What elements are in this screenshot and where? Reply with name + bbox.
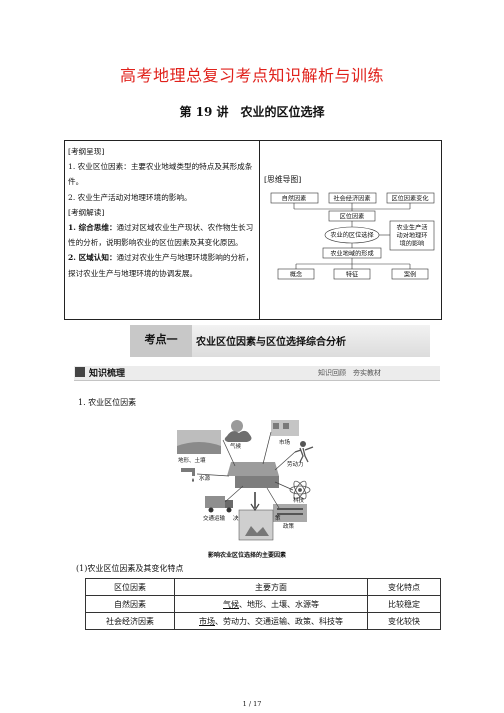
syllabus-header: [考纲呈现] bbox=[68, 147, 105, 156]
factor-label-policy: 政策 bbox=[283, 522, 295, 530]
water-icon bbox=[181, 468, 195, 482]
cell-text: 、劳动力、交通运输、政策、科技等 bbox=[215, 616, 343, 626]
document-title: 高考地理总复习考点知识解析与训练 bbox=[119, 66, 384, 85]
technology-icon bbox=[289, 480, 311, 500]
table-row: 社会经济因素 市场、劳动力、交通运输、政策、科技等 变化较快 bbox=[85, 612, 441, 630]
table-cell: 市场、劳动力、交通运输、政策、科技等 bbox=[174, 612, 368, 630]
map-label: 社会经济因素 bbox=[333, 195, 370, 203]
labor-icon bbox=[294, 441, 314, 463]
book-icon bbox=[75, 367, 85, 377]
knowledge-title: 知识梳理 bbox=[89, 369, 126, 379]
item-text: 通过对区域农业生产现状、农作物生长习性的分析，说明影响农业的区位因素及其变化原因… bbox=[68, 223, 254, 248]
factor-label-water: 水源 bbox=[199, 474, 211, 482]
item-lead: 1. 综合思维： bbox=[68, 223, 117, 233]
factor-label-technology: 科技 bbox=[293, 496, 305, 504]
factor-label-climate: 气候 bbox=[230, 442, 242, 450]
item-lead: 2. 区域认知： bbox=[68, 253, 117, 263]
factor-label-transport: 交通运输 bbox=[203, 514, 226, 522]
banner-number: 考点一 bbox=[144, 333, 178, 346]
knowledge-bar bbox=[74, 366, 440, 381]
map-label: 动对地理环 bbox=[397, 232, 428, 240]
market-icon bbox=[271, 420, 299, 436]
map-box-case bbox=[391, 268, 429, 280]
table-header-row: 区位因素 主要方面 变化特点 bbox=[85, 578, 441, 596]
factor-label-market: 市场 bbox=[279, 438, 291, 446]
knowledge-tags: 知识回顾 夯实教材 bbox=[318, 369, 381, 377]
map-box-impact bbox=[389, 220, 435, 251]
location-factors-figure: 气候 市场 地形、土壤 劳动力 水源 科技 交通运输 决 策 政策 bbox=[177, 420, 314, 541]
map-box-feature bbox=[333, 268, 371, 280]
climate-icon bbox=[224, 420, 252, 442]
table-cell: 变化较快 bbox=[367, 612, 441, 630]
mind-map-title: [思维导图] bbox=[264, 175, 302, 184]
filled-blank: 气候 bbox=[223, 599, 239, 609]
transport-icon bbox=[205, 496, 233, 513]
lecture-title: 第 19 讲 农业的区位选择 bbox=[179, 105, 325, 119]
item-text: 通过对农业生产与地理环境影响的分析，探讨农业生产与地理环境的协调发展。 bbox=[68, 253, 254, 278]
table-header: 变化特点 bbox=[367, 578, 441, 596]
decision-figure bbox=[238, 509, 274, 541]
table-cell: 社会经济因素 bbox=[85, 612, 175, 630]
map-label: 案例 bbox=[404, 271, 416, 279]
figure-caption: 影响农业区位选择的主要因素 bbox=[208, 552, 287, 559]
cell-text: 、地形、土壤、水源等 bbox=[239, 599, 319, 609]
fields-illustration bbox=[177, 430, 221, 454]
mind-map: 自然因素 社会经济因素 区位因素变化 区位因素 农业的区位选择 农业生产活 动对… bbox=[270, 192, 435, 280]
banner-title: 农业区位因素与区位选择综合分析 bbox=[196, 337, 346, 348]
map-box-concept bbox=[277, 268, 315, 280]
subsection-heading: (1)农业区位因素及其变化特点 bbox=[76, 564, 184, 573]
interpretation-item-1: 1. 综合思维：通过对区域农业生产现状、农作物生长习性的分析，说明影响农业的区位… bbox=[68, 220, 256, 250]
filled-blank: 市场 bbox=[199, 616, 215, 626]
factor-label-decision-1: 决 bbox=[233, 514, 239, 522]
interpretation-header: [考纲解读] bbox=[68, 207, 105, 217]
factor-label-terrain-soil: 地形、土壤 bbox=[178, 456, 206, 464]
table-cell: 比较稳定 bbox=[367, 595, 441, 613]
banner-tab bbox=[130, 325, 192, 357]
map-label: 境的影响 bbox=[400, 240, 425, 248]
table-row: 自然因素 气候、地形、土壤、水源等 比较稳定 bbox=[85, 595, 441, 613]
column-divider bbox=[259, 141, 260, 319]
section-heading: 1. 农业区位因素 bbox=[78, 398, 137, 407]
map-label: 农业生产活 bbox=[397, 224, 428, 232]
syllabus-item-2: 2. 农业生产活动对地理环境的影响。 bbox=[68, 192, 192, 202]
map-box-natural bbox=[270, 192, 319, 204]
map-box-change bbox=[386, 192, 435, 204]
syllabus-column: [考纲呈现] 1. 农业区位因素：主要农业地域类型的特点及其形成条件。 2. 农… bbox=[68, 144, 256, 281]
syllabus-item-1: 1. 农业区位因素：主要农业地域类型的特点及其形成条件。 bbox=[68, 162, 253, 187]
map-label: 农业的区位选择 bbox=[330, 231, 374, 239]
farm-center-illustration bbox=[227, 462, 279, 488]
outline-box: [考纲呈现] 1. 农业区位因素：主要农业地域类型的特点及其形成条件。 2. 农… bbox=[64, 140, 442, 320]
connector-arrows bbox=[196, 431, 296, 512]
factors-table: 区位因素 主要方面 变化特点 自然因素 气候、地形、土壤、水源等 比较稳定 社会… bbox=[85, 578, 441, 630]
factor-label-labor: 劳动力 bbox=[287, 460, 304, 468]
table-cell: 自然因素 bbox=[85, 595, 175, 613]
interpretation-item-2: 2. 区域认知：通过对农业生产与地理环境影响的分析，探讨农业生产与地理环境的协调… bbox=[68, 250, 256, 280]
map-label: 区位因素变化 bbox=[391, 195, 428, 203]
factor-label-decision-2: 策 bbox=[275, 514, 281, 522]
map-label: 区位因素 bbox=[340, 213, 365, 221]
policy-icon bbox=[273, 504, 307, 522]
table-header: 主要方面 bbox=[174, 578, 368, 596]
map-label: 概念 bbox=[290, 271, 302, 279]
map-label: 农业地域的形成 bbox=[330, 250, 373, 258]
page-number: 1 / 17 bbox=[242, 700, 262, 708]
map-label: 特征 bbox=[346, 271, 358, 279]
table-header: 区位因素 bbox=[85, 578, 175, 596]
map-box-social bbox=[328, 192, 377, 204]
map-label: 自然因素 bbox=[282, 195, 307, 203]
table-cell: 气候、地形、土壤、水源等 bbox=[174, 595, 368, 613]
